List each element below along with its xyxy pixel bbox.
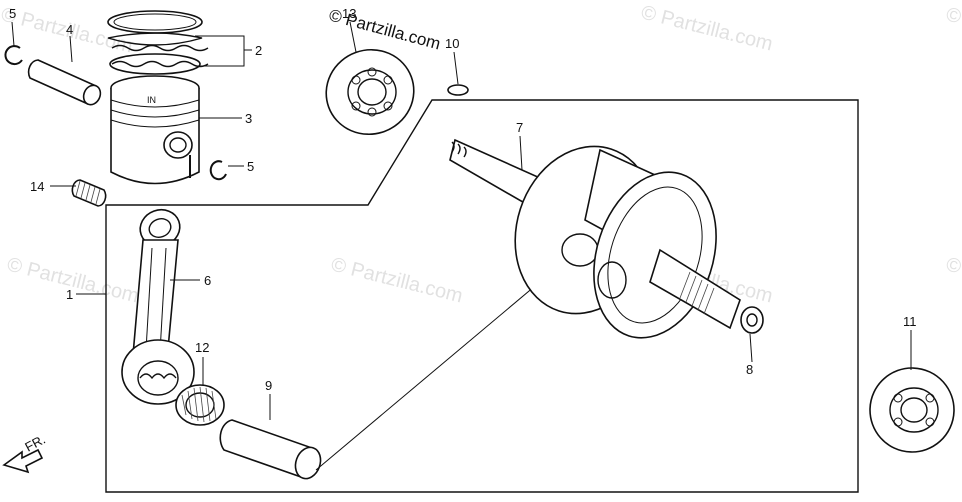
piston-rings [107, 10, 209, 75]
callout-9: 9 [265, 378, 272, 393]
callout-14: 14 [30, 179, 44, 194]
callout-8: 8 [746, 362, 753, 377]
callout-12: 12 [195, 340, 209, 355]
callout-6: 6 [204, 273, 211, 288]
watermark-6: © [944, 254, 962, 279]
connecting-rod [121, 208, 195, 405]
circlip-top [4, 45, 23, 66]
crank-pin-leader [315, 264, 561, 471]
crank-pin [219, 419, 322, 480]
callout-4: 4 [66, 22, 73, 37]
small-end-bearing [71, 179, 107, 207]
bearing-upper [325, 48, 415, 136]
circlip-right [209, 160, 227, 181]
big-end-bearing [175, 384, 225, 426]
watermark-7: © [944, 4, 962, 29]
callout-3: 3 [245, 111, 252, 126]
callouts: 5 4 2 3 5 14 1 6 7 8 9 11 12 13 10 [9, 6, 917, 393]
key-pin [447, 84, 469, 96]
callout-5-top: 5 [9, 6, 16, 21]
crankshaft [449, 138, 764, 339]
callout-11: 11 [903, 314, 917, 329]
leader-lines [11, 21, 912, 420]
callout-5-right: 5 [247, 159, 254, 174]
watermark-4: © Partzilla.com [329, 254, 465, 308]
piston-pin [27, 59, 102, 106]
callout-7: 7 [516, 120, 523, 135]
svg-text:IN: IN [147, 95, 156, 105]
watermark-2: © Partzilla.com [639, 2, 775, 56]
bearing-lower [869, 367, 955, 453]
callout-1: 1 [66, 287, 73, 302]
callout-10: 10 [445, 36, 459, 51]
front-arrow: FR. [2, 432, 48, 474]
callout-2: 2 [255, 43, 262, 58]
assembly-outline [105, 99, 859, 493]
front-arrow-label: FR. [22, 432, 48, 455]
callout-13: 13 [342, 6, 356, 21]
piston: IN [110, 75, 200, 185]
